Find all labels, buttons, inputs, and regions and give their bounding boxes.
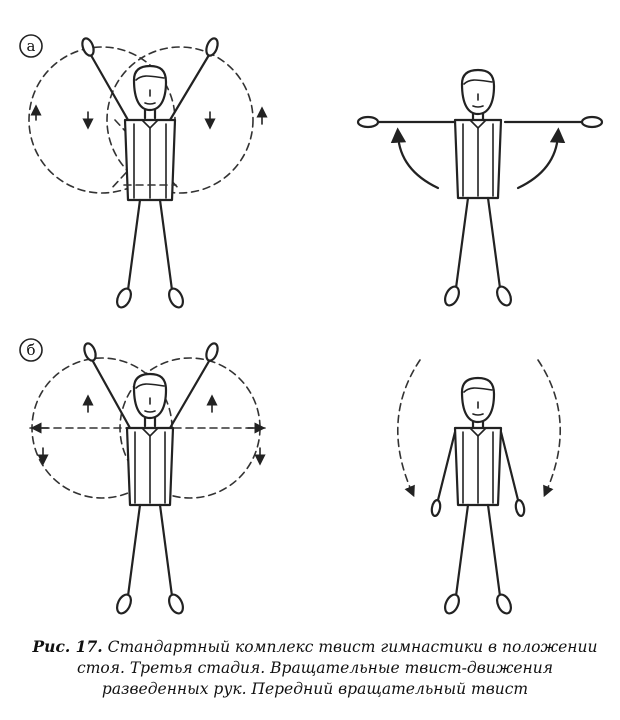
caption-prefix: Рис. 17. — [32, 637, 103, 656]
figure-a2 — [356, 68, 604, 307]
figure-b2 — [396, 359, 562, 615]
label-b: б — [19, 338, 43, 362]
caption-line-3: разведенных рук. Передний вращательный т… — [101, 680, 529, 698]
label-b-text: б — [26, 341, 35, 359]
label-a-text: а — [27, 37, 36, 55]
figure-a1 — [28, 37, 268, 309]
caption-line-2: стоя. Третья стадия. Вращательные твист-… — [77, 659, 553, 677]
caption-text-1: Стандартный комплекс твист гимнастики в … — [107, 638, 598, 656]
illustration: а — [19, 34, 604, 615]
figure-caption: Рис. 17. Стандартный комплекс твист гимн… — [20, 636, 610, 700]
caption-line-1: Рис. 17. Стандартный комплекс твист гимн… — [20, 636, 610, 658]
label-a: а — [19, 34, 43, 58]
figure-b1 — [29, 342, 266, 615]
